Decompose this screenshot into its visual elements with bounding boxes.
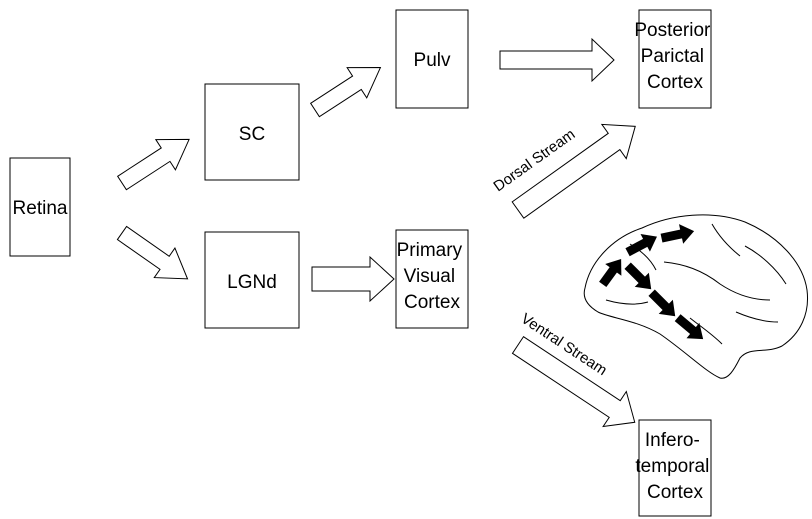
inferotemporal-cortex-label: Infero- temporal Cortex (635, 430, 714, 503)
lgnd-box (204, 231, 300, 329)
brain-sulcus-4 (605, 299, 649, 305)
brain-sulcus-1 (711, 223, 741, 257)
brain-arrow-5 (648, 289, 676, 317)
retina-to-lgnd-arrow (116, 225, 189, 280)
brain-icon (583, 214, 809, 379)
brain-sulcus-6 (744, 245, 787, 285)
posterior-parietal-cortex-box (638, 9, 712, 109)
sc-box (204, 83, 300, 181)
sc-to-pulv-arrow (309, 67, 382, 118)
pulv-label: Pulv (414, 50, 451, 71)
dorsal-stream-arrow (511, 123, 636, 219)
inferotemporal-cortex-box (638, 419, 712, 517)
brain-sulcus-5 (689, 317, 723, 345)
retina-label: Retina (13, 198, 68, 219)
brain-arrow-2 (625, 234, 657, 257)
brain-sulcus-7 (735, 311, 779, 323)
lgnd-to-primary-visual-arrow (311, 255, 395, 303)
pulv-to-posterior-parietal-arrow (499, 37, 615, 83)
retina-box (9, 157, 71, 257)
brain-sulcus-3 (663, 261, 771, 301)
primary-visual-cortex-box (395, 229, 469, 329)
brain-arrow-3 (660, 224, 695, 244)
sc-label: SC (239, 124, 265, 145)
brain-arrow-6 (674, 314, 704, 340)
pulv-box (395, 9, 469, 109)
brain-arrow-4 (624, 262, 652, 290)
brain-outline (583, 214, 809, 379)
primary-visual-cortex-label: Primary Visual Cortex (397, 240, 468, 313)
posterior-parietal-cortex-label: Posterior Parictal Cortex (634, 20, 715, 93)
ventral-stream-arrow (511, 335, 636, 428)
retina-to-sc-arrow (116, 138, 190, 191)
lgnd-label: LGNd (227, 272, 277, 293)
brain-arrow-1 (599, 259, 622, 288)
